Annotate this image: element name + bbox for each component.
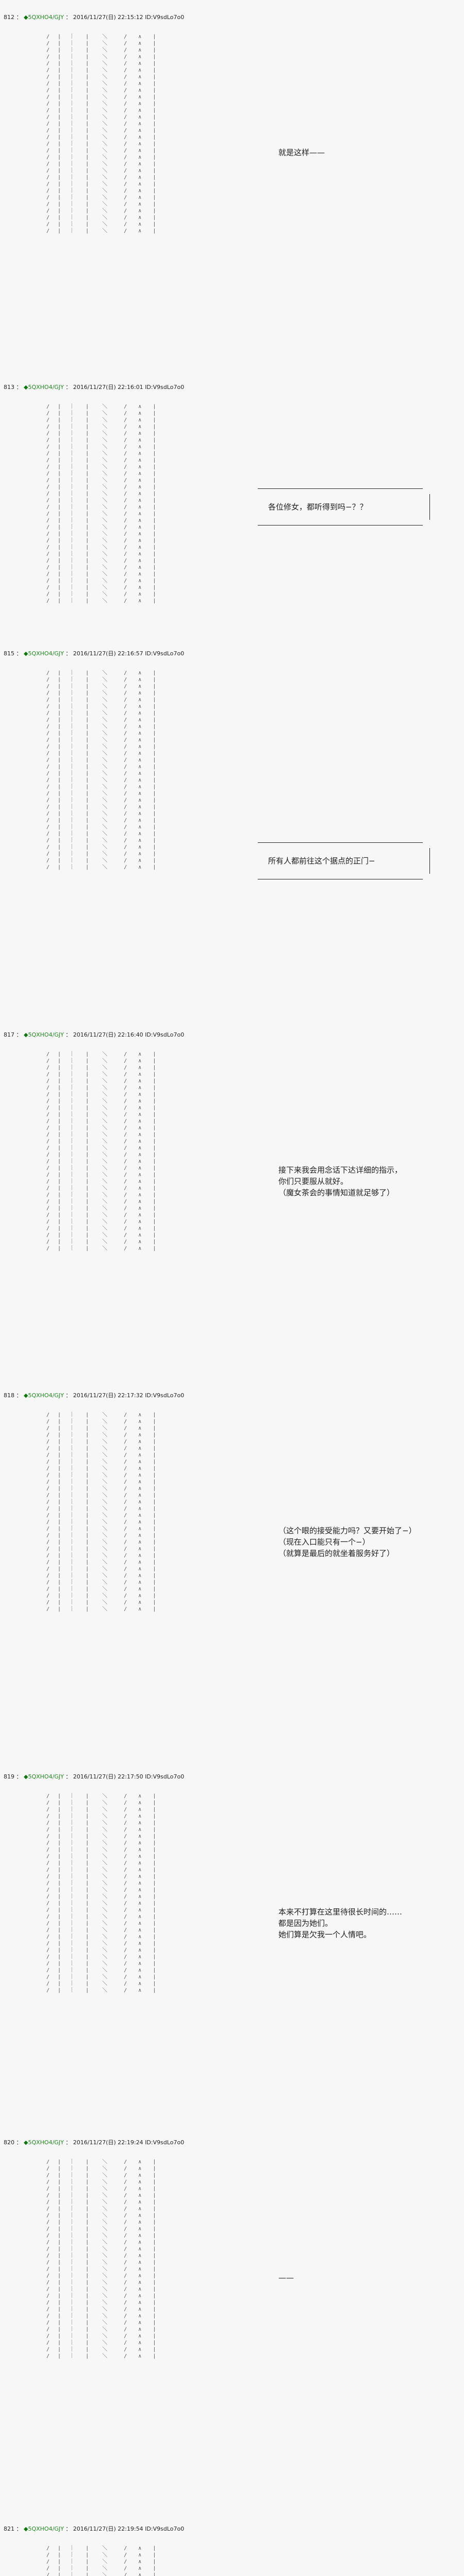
- tripcode: 5QXHO4/GJY: [28, 1773, 64, 1780]
- post-time: 22:19:24: [118, 2139, 143, 2146]
- post-date: 2016/11/27(日): [73, 2139, 116, 2146]
- speech-text: 本来不打算在这里待很长时间的…… 都是因为她们。 她们算是欠我一个人情吧。: [278, 1907, 403, 1939]
- user-id[interactable]: ID:V9sdLo7o0: [145, 2526, 185, 2532]
- post-number[interactable]: 820: [4, 2139, 14, 2146]
- post-time: 22:15:12: [118, 14, 143, 21]
- post-header: 821 ： ◆5QXHO4/GJY ： 2016/11/27(日) 22:19:…: [4, 2526, 185, 2532]
- post-time: 22:17:32: [118, 1392, 143, 1399]
- speech-text: 就是这样——: [278, 148, 325, 157]
- speech-text: 所有人都前往这个据点的正门−: [268, 856, 375, 866]
- tripcode: 5QXHO4/GJY: [28, 650, 64, 657]
- post-date: 2016/11/27(日): [73, 1031, 116, 1038]
- post-date: 2016/11/27(日): [73, 1773, 116, 1780]
- trip-diamond-icon: ◆: [24, 384, 28, 391]
- ascii-art: / | ｜ | ＼ / ∧ | / | ｜ | ＼ / ∧ | / | ｜ | …: [46, 670, 156, 870]
- user-id[interactable]: ID:V9sdLo7o0: [145, 2139, 185, 2146]
- ascii-art: / | ｜ | ＼ / ∧ | / | ｜ | ＼ / ∧ | / | ｜ | …: [46, 34, 156, 234]
- trip-diamond-icon: ◆: [24, 1773, 28, 1780]
- tripcode: 5QXHO4/GJY: [28, 14, 64, 21]
- post-date: 2016/11/27(日): [73, 14, 116, 21]
- post-time: 22:16:57: [118, 650, 143, 657]
- trip-diamond-icon: ◆: [24, 2526, 28, 2532]
- ascii-art: / | ｜ | ＼ / ∧ | / | ｜ | ＼ / ∧ | / | ｜ | …: [46, 1793, 156, 1993]
- post-header: 812 ： ◆5QXHO4/GJY ： 2016/11/27(日) 22:15:…: [4, 14, 185, 21]
- post-number[interactable]: 813: [4, 384, 14, 391]
- user-id[interactable]: ID:V9sdLo7o0: [145, 1031, 185, 1038]
- tripcode: 5QXHO4/GJY: [28, 2526, 64, 2532]
- post-number[interactable]: 815: [4, 650, 14, 657]
- ascii-art: / | ｜ | ＼ / ∧ | / | ｜ | ＼ / ∧ | / | ｜ | …: [46, 2546, 156, 2576]
- speech-box: [258, 488, 430, 526]
- post-number[interactable]: 819: [4, 1773, 14, 1780]
- user-id[interactable]: ID:V9sdLo7o0: [145, 1773, 185, 1780]
- post-time: 22:17:50: [118, 1773, 143, 1780]
- speech-text: 各位修女，都听得到吗−？？: [268, 502, 368, 512]
- user-id[interactable]: ID:V9sdLo7o0: [145, 650, 185, 657]
- post-date: 2016/11/27(日): [73, 384, 116, 391]
- post-date: 2016/11/27(日): [73, 1392, 116, 1399]
- ascii-art: / | ｜ | ＼ / ∧ | / | ｜ | ＼ / ∧ | / | ｜ | …: [46, 1412, 156, 1612]
- post-header: 813 ： ◆5QXHO4/GJY ： 2016/11/27(日) 22:16:…: [4, 384, 185, 391]
- post-number[interactable]: 812: [4, 14, 14, 21]
- post-time: 22:16:40: [118, 1031, 143, 1038]
- user-id[interactable]: ID:V9sdLo7o0: [145, 1392, 185, 1399]
- post-time: 22:16:01: [118, 384, 143, 391]
- speech-text: 接下来我会用念话下达详细的指示， 你们只要服从就好。 （魔女茶会的事情知道就足够…: [278, 1165, 403, 1197]
- speech-text: ——: [278, 2273, 294, 2282]
- trip-diamond-icon: ◆: [24, 1031, 28, 1038]
- ascii-art: / | ｜ | ＼ / ∧ | / | ｜ | ＼ / ∧ | / | ｜ | …: [46, 2159, 156, 2359]
- post-number[interactable]: 821: [4, 2526, 14, 2532]
- speech-box: [258, 842, 430, 879]
- post-number[interactable]: 817: [4, 1031, 14, 1038]
- post-time: 22:19:54: [118, 2526, 143, 2532]
- trip-diamond-icon: ◆: [24, 1392, 28, 1399]
- ascii-art: / | ｜ | ＼ / ∧ | / | ｜ | ＼ / ∧ | / | ｜ | …: [46, 1052, 156, 1251]
- tripcode: 5QXHO4/GJY: [28, 2139, 64, 2146]
- post-header: 815 ： ◆5QXHO4/GJY ： 2016/11/27(日) 22:16:…: [4, 650, 185, 657]
- post-header: 817 ： ◆5QXHO4/GJY ： 2016/11/27(日) 22:16:…: [4, 1031, 185, 1038]
- post-date: 2016/11/27(日): [73, 650, 116, 657]
- post-header: 819 ： ◆5QXHO4/GJY ： 2016/11/27(日) 22:17:…: [4, 1773, 185, 1780]
- post-header: 820 ： ◆5QXHO4/GJY ： 2016/11/27(日) 22:19:…: [4, 2139, 185, 2146]
- post-date: 2016/11/27(日): [73, 2526, 116, 2532]
- post-header: 818 ： ◆5QXHO4/GJY ： 2016/11/27(日) 22:17:…: [4, 1392, 185, 1399]
- ascii-art: / | ｜ | ＼ / ∧ | / | ｜ | ＼ / ∧ | / | ｜ | …: [46, 404, 156, 604]
- tripcode: 5QXHO4/GJY: [28, 384, 64, 391]
- tripcode: 5QXHO4/GJY: [28, 1031, 64, 1038]
- user-id[interactable]: ID:V9sdLo7o0: [145, 14, 185, 21]
- trip-diamond-icon: ◆: [24, 650, 28, 657]
- speech-text: （这个眼的接受能力吗？又要开始了−） （现在入口能只有一个−） （就算是最后的就…: [278, 1526, 417, 1558]
- post-number[interactable]: 818: [4, 1392, 14, 1399]
- tripcode: 5QXHO4/GJY: [28, 1392, 64, 1399]
- trip-diamond-icon: ◆: [24, 14, 28, 21]
- user-id[interactable]: ID:V9sdLo7o0: [145, 384, 185, 391]
- trip-diamond-icon: ◆: [24, 2139, 28, 2146]
